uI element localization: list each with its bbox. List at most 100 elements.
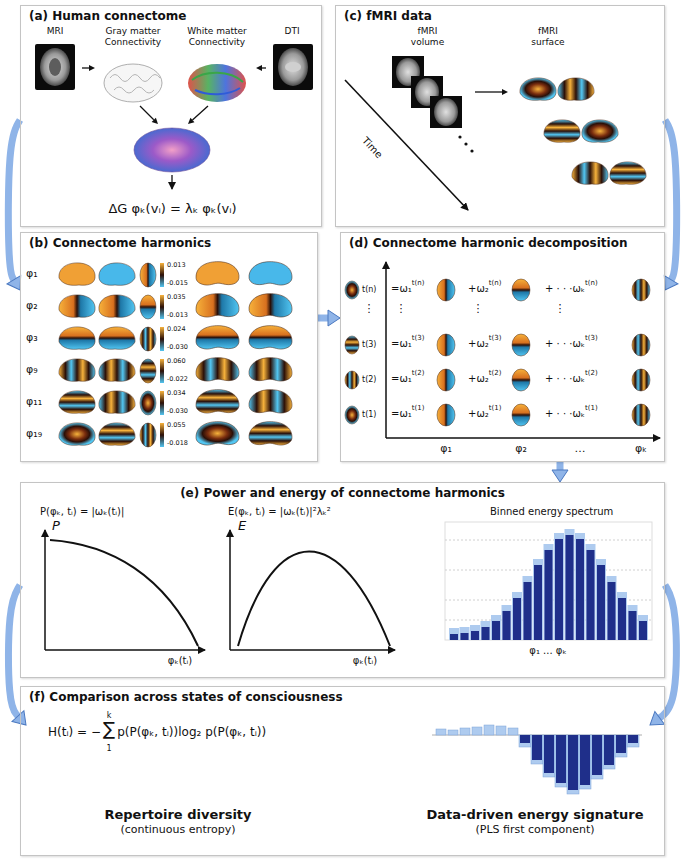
text-group: (e) Power and energy of connectome harmo… xyxy=(180,486,505,500)
brain-view xyxy=(99,327,135,349)
small-arrow xyxy=(475,91,502,92)
coefficient: =ω₁ xyxy=(391,373,412,385)
time-label: t(2) xyxy=(362,375,376,384)
brain-view xyxy=(196,390,239,413)
bar xyxy=(545,550,553,640)
heading-text: MRI xyxy=(47,26,64,37)
bar-negative xyxy=(616,735,626,753)
chart-frame xyxy=(445,522,652,640)
brain-view xyxy=(59,391,95,413)
bar xyxy=(503,611,511,640)
text-group: ΔG φₖ(vᵢ) = λₖ φₖ(vᵢ) xyxy=(108,201,236,217)
harmonic-icon xyxy=(512,369,530,391)
brain-view xyxy=(140,359,156,383)
coefficient: + · · ·ωₖ xyxy=(545,338,585,350)
text-group: DTI xyxy=(284,26,299,37)
fmri-volume-stack xyxy=(392,56,474,153)
harmonic-label: φ₂ xyxy=(26,300,38,313)
harmonic-icon xyxy=(437,404,455,426)
harmonic-row xyxy=(59,294,292,319)
ellipsis-dots: ⋮ xyxy=(473,303,484,316)
white-matter-image xyxy=(188,64,246,102)
superscript: t(1) xyxy=(585,404,598,412)
fmri-icon xyxy=(345,371,359,389)
bar-error xyxy=(481,621,491,640)
continuation-dot xyxy=(470,149,473,152)
text-group: Gray matter Connectivity xyxy=(99,26,167,48)
axis-label: φₖ(tᵢ) xyxy=(168,655,192,667)
bar-error xyxy=(575,533,585,640)
bar-positive xyxy=(496,726,506,735)
bar-positive xyxy=(508,728,518,735)
bar xyxy=(513,598,521,640)
text-group: (c) fMRI data xyxy=(344,9,432,23)
brain-view xyxy=(249,262,292,285)
bar-error xyxy=(567,735,579,794)
harmonic-icon xyxy=(632,369,650,391)
coefficient: =ω₁ xyxy=(391,338,412,350)
fmri-slice xyxy=(430,96,462,128)
heading-text: (b) Connectome harmonics xyxy=(29,236,211,250)
flow-arrow xyxy=(8,585,20,716)
brain-view xyxy=(99,423,135,445)
energy-plot xyxy=(230,530,395,650)
bar xyxy=(587,550,595,640)
bar xyxy=(597,565,605,640)
connector-group xyxy=(8,68,676,718)
dti-tract xyxy=(285,62,301,72)
bar-error xyxy=(502,605,512,640)
brain-view xyxy=(99,263,135,285)
bar-error xyxy=(603,735,615,769)
brain-view xyxy=(249,390,292,413)
figure-panel: (d) Connectome harmonic decomposition xyxy=(340,232,665,462)
brain-view xyxy=(140,391,156,415)
bar-error xyxy=(615,735,627,757)
superscript: t(3) xyxy=(489,334,502,342)
brain-view xyxy=(99,295,135,317)
bar xyxy=(534,565,542,640)
caption-box: Data-driven energy signature(PLS first c… xyxy=(420,700,650,838)
heading-text: (a) Human connectome xyxy=(29,9,186,23)
small-arrow xyxy=(140,106,154,120)
image-box: fMRI surface xyxy=(508,24,588,110)
harmonic-rows xyxy=(59,262,292,447)
figure-panel: (f) Comparison across states of consciou… xyxy=(20,686,665,856)
tract-line xyxy=(195,88,240,94)
brain-view xyxy=(59,423,95,445)
small-arrow xyxy=(262,67,266,68)
text-group: Data-driven energy signature(PLS first c… xyxy=(426,807,643,836)
bar-error xyxy=(460,627,470,640)
coefficient: +ω₂ xyxy=(468,338,489,350)
formula: P(φₖ, tᵢ) = |ωₖ(tᵢ)| xyxy=(40,506,124,518)
brain-view xyxy=(99,391,135,413)
decomposition-plot xyxy=(345,262,660,438)
superscript: t(3) xyxy=(585,334,598,342)
harmonic-label: φ₁ xyxy=(26,268,38,281)
power-plot xyxy=(45,530,205,650)
bar-negative xyxy=(532,735,542,760)
harmonic-icon xyxy=(437,279,455,301)
bar-negative xyxy=(520,735,530,743)
axis-line xyxy=(44,530,46,650)
bar-error xyxy=(519,735,531,747)
axis-label: E xyxy=(238,519,246,534)
ellipsis-dots: ⋮ xyxy=(555,303,566,316)
colorbar-value: -0.022 xyxy=(167,376,188,383)
flow-arrow xyxy=(665,120,677,280)
bar-error xyxy=(554,533,564,640)
coefficient: + · · ·ωₖ xyxy=(545,373,585,385)
bar-error xyxy=(533,559,543,640)
text-group: fMRI surface xyxy=(523,26,573,48)
harmonic-row xyxy=(59,358,292,383)
bar-error xyxy=(607,576,617,640)
colorbar-value: -0.030 xyxy=(167,344,188,351)
bar-error xyxy=(591,735,603,779)
image-box: White matter Connectivity xyxy=(178,24,256,106)
brain-view xyxy=(140,263,156,287)
coefficient: + · · ·ωₖ xyxy=(545,408,585,420)
bar xyxy=(461,633,469,640)
surface-brain xyxy=(572,162,608,184)
surface-brain xyxy=(558,78,594,100)
brain-view xyxy=(59,327,95,349)
bar-error xyxy=(544,544,554,640)
